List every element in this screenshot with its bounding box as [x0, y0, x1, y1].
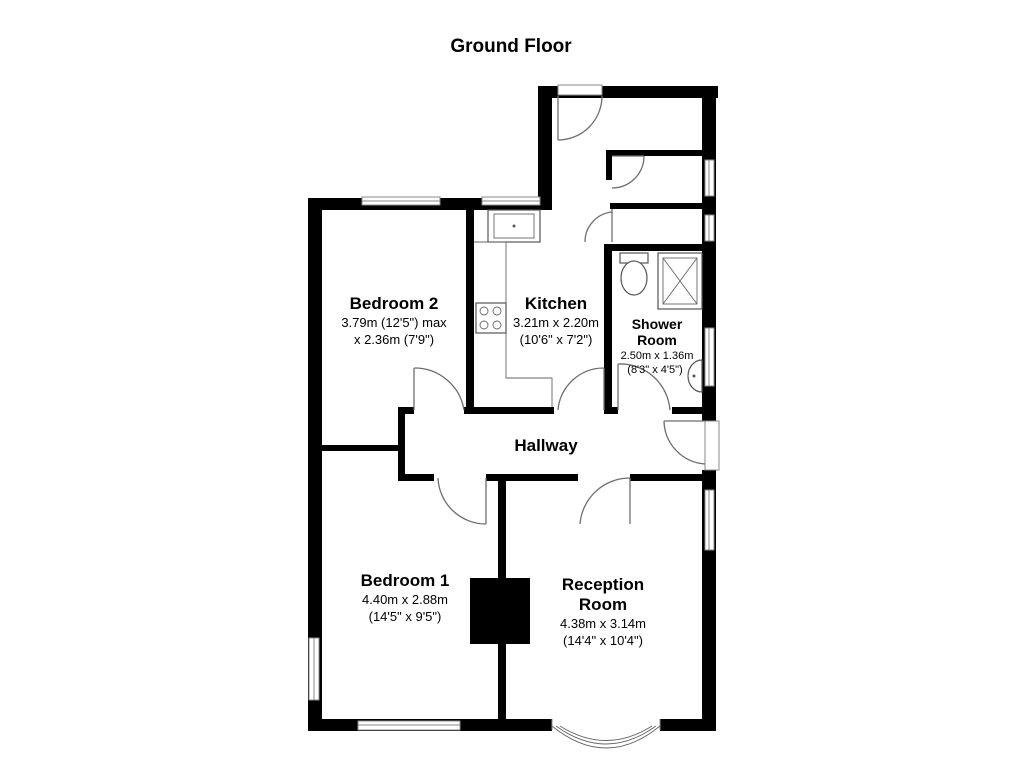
wall-hall-top2: [464, 407, 554, 414]
bedroom2-name: Bedroom 2: [350, 294, 439, 313]
shower-name1: Shower: [632, 316, 683, 332]
bay-window: [551, 719, 661, 749]
shower-dim2: (8'3" x 4'5"): [627, 364, 682, 376]
reception-name1: Reception: [562, 575, 644, 594]
wall-shower-top: [604, 244, 704, 251]
wall-kitchen-bedroom2: [466, 204, 474, 414]
reception-dim2: (14'4" x 10'4"): [563, 633, 643, 648]
wall-left: [308, 198, 322, 731]
room-label-shower: Shower Room 2.50m x 1.36m (8'3" x 4'5"): [621, 316, 694, 376]
reception-name2: Room: [579, 595, 627, 614]
toilet-bowl: [620, 260, 648, 296]
room-label-reception: Reception Room 4.38m x 3.14m (14'4" x 10…: [560, 575, 646, 648]
wall-hall-top4: [672, 407, 716, 414]
room-label-bedroom1: Bedroom 1 4.40m x 2.88m (14'5" x 9'5"): [361, 571, 450, 624]
fixtures: [474, 209, 703, 407]
wall-extension-left: [538, 86, 552, 210]
bedroom1-name: Bedroom 1: [361, 571, 450, 590]
room-label-kitchen: Kitchen 3.21m x 2.20m (10'6" x 7'2"): [513, 294, 599, 347]
wall-hall-top3: [606, 407, 618, 414]
wall-store-jamb: [606, 150, 612, 180]
walls: [308, 86, 718, 731]
shower-dim1: 2.50m x 1.36m: [621, 350, 694, 362]
chimney-breast: [470, 578, 530, 644]
wall-store1: [610, 150, 704, 156]
bedroom1-dim2: (14'5" x 9'5"): [369, 609, 442, 624]
plan-title: Ground Floor: [450, 36, 572, 57]
kitchen-dim1: 3.21m x 2.20m: [513, 315, 599, 330]
bedroom2-dim1: 3.79m (12'5") max: [341, 315, 447, 330]
front-door-opening: [704, 420, 720, 471]
wall-bed2-bed1: [322, 445, 402, 451]
reception-dim1: 4.38m x 3.14m: [560, 616, 646, 631]
wall-store2: [610, 203, 704, 209]
bedroom2-dim2: x 2.36m (7'9"): [354, 332, 434, 347]
wall-hall-bottom3: [630, 474, 710, 481]
kitchen-dim2: (10'6" x 7'2"): [520, 332, 593, 347]
wall-hall-bottom2: [486, 474, 578, 481]
wall-hall-top1: [400, 407, 414, 414]
kitchen-hob: [475, 302, 507, 334]
wall-hall-bottom1: [398, 474, 434, 481]
room-label-bedroom2: Bedroom 2 3.79m (12'5") max x 2.36m (7'9…: [341, 294, 447, 347]
windows: [308, 84, 715, 731]
doors: [413, 95, 706, 525]
hallway-name: Hallway: [514, 436, 578, 455]
wall-hall-left: [398, 407, 405, 479]
shower-name2: Room: [637, 332, 677, 348]
opening-extension: [557, 84, 603, 96]
wall-kitchen-shower: [604, 250, 612, 414]
kitchen-name: Kitchen: [525, 294, 587, 313]
bedroom1-dim1: 4.40m x 2.88m: [362, 592, 448, 607]
